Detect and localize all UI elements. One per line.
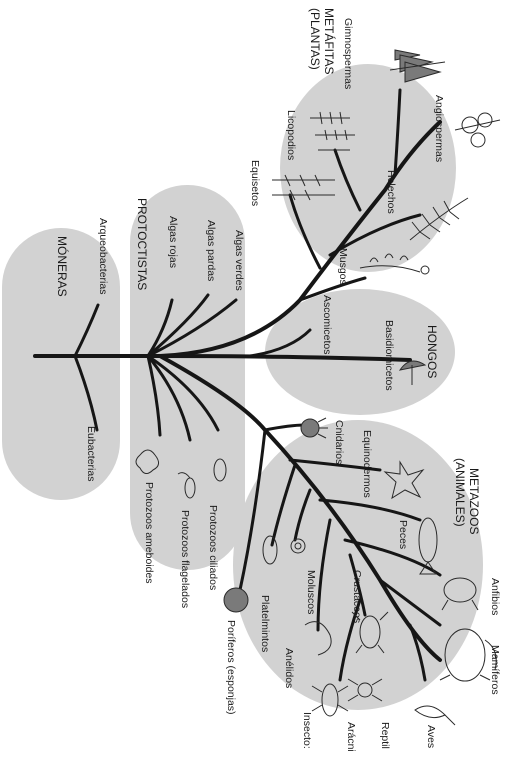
moss-icon — [359, 253, 430, 275]
arqueobacterias-branch — [73, 303, 100, 358]
label-platelmintos: Platelmintos — [259, 595, 271, 652]
label-ascomicetos: Ascomicetos — [321, 295, 333, 355]
tree-branches — [33, 88, 442, 682]
group-titles: MÓNERAS PROTOCTISTAS METÁFITAS (PLANTAS)… — [55, 8, 481, 534]
label-algas-rojas: Algas rojas — [167, 216, 179, 268]
arachnid-icon — [347, 678, 383, 702]
mamiferos-branch — [378, 578, 442, 627]
label-basidiomicetos: Basidiomicetos — [383, 320, 395, 391]
protozoa-icon — [135, 449, 227, 499]
sponge-icon — [223, 587, 249, 613]
clubmoss-icon — [310, 111, 355, 151]
insect-icon — [311, 683, 349, 717]
metazoos-subtitle: (ANIMALES) — [453, 458, 467, 527]
fern-icon — [409, 197, 469, 241]
hongos-title: HONGOS — [425, 325, 439, 378]
metazoos-blob — [233, 420, 483, 710]
label-poriferos: Poríferos (esponjas) — [225, 620, 237, 715]
annelid-icon — [304, 621, 332, 656]
algas-pardas-branch — [146, 293, 210, 358]
label-aracni: Arácni — [345, 722, 357, 752]
frog-icon — [441, 577, 479, 611]
moluscos-branch — [293, 488, 312, 542]
licopodios-branch — [333, 148, 362, 212]
horsetail-icon — [272, 174, 335, 201]
insectos-branch — [338, 598, 362, 682]
equisetos-branch — [288, 193, 322, 270]
label-algas-pardas: Algas pardas — [205, 220, 217, 281]
algas-verdes-branch — [146, 298, 238, 358]
flatworm-icon — [262, 535, 278, 565]
plants-trunk-branch — [158, 120, 442, 358]
label-arqueobacterias: Arqueobacterias — [97, 218, 109, 294]
illustrations — [135, 49, 501, 726]
algas-rojas-branch — [146, 298, 174, 358]
label-crustaceos: Crustáceos — [351, 570, 363, 623]
metafitas-blob — [280, 64, 456, 272]
moneras-blob — [2, 228, 120, 500]
starfish-icon — [383, 460, 425, 500]
poriferos-branch — [238, 428, 267, 592]
protoctistas-title: PROTOCTISTAS — [135, 198, 149, 290]
crustaceos-branch — [348, 553, 367, 617]
taxon-labels: Arqueobacterias Eubacterias Algas verdes… — [85, 18, 501, 752]
label-algas-verdes: Algas verdes — [233, 230, 245, 291]
label-musgos: Musgos — [337, 248, 349, 285]
label-equinodermos: Equinodermos — [361, 430, 373, 498]
label-protozoos-ameboides: Protozoos ameboides — [143, 482, 155, 584]
group-backgrounds — [2, 64, 483, 710]
aves-branch — [408, 623, 427, 682]
metafitas-title: METÁFITAS — [322, 8, 337, 74]
label-equisetos: Equisetos — [249, 160, 261, 206]
cnidarios-branch — [263, 423, 307, 432]
fish-icon — [418, 517, 438, 575]
anfibios-branch — [343, 538, 442, 577]
label-protozoos-ciliados: Protozoos ciliados — [207, 505, 219, 590]
flowering-plant-icon — [454, 112, 501, 148]
protozoos-flagelados-branch — [146, 354, 192, 442]
label-insecto: Insecto: — [301, 712, 313, 749]
musgos-branch — [298, 276, 367, 302]
ascomicetos-branch — [248, 328, 312, 358]
label-anelidos: Anélidos — [283, 648, 295, 688]
helechos-branch — [328, 213, 422, 257]
metafitas-subtitle: (PLANTAS) — [308, 8, 322, 70]
label-cnidarios: Cnidarios — [333, 420, 345, 464]
label-angiospermas: Angiospermas — [433, 95, 445, 162]
equinodermos-branch — [288, 458, 382, 472]
label-reptil: Reptil — [379, 722, 391, 749]
protoctistas-blob — [130, 185, 245, 570]
mollusc-icon — [290, 538, 306, 554]
label-peces: Peces — [397, 520, 409, 549]
conifer-icon — [389, 49, 446, 83]
label-helechos: Helechos — [385, 170, 397, 214]
anelidos-branch — [316, 518, 332, 632]
label-anfibios: Anfibios — [489, 578, 501, 615]
peces-branch — [318, 498, 422, 522]
label-eubacterias: Eubacterias — [85, 426, 97, 481]
label-gimnospermas: Gimnospermas — [342, 18, 354, 89]
label-licopodios: Licopodios — [285, 110, 297, 160]
cnidarian-icon — [300, 417, 328, 439]
mushroom-icon — [398, 360, 427, 385]
hongos-blob — [265, 289, 455, 415]
bird-icon — [414, 705, 456, 726]
label-protozoos-flagelados: Protozoos flagelados — [179, 510, 191, 608]
protozoos-ciliados-branch — [146, 354, 220, 432]
gimnospermas-branch — [393, 88, 402, 177]
label-aves: Aves — [425, 725, 437, 748]
protozoos-ameboides-branch — [146, 354, 162, 437]
hongos-trunk-branch — [158, 354, 412, 362]
eubacterias-branch — [73, 354, 99, 432]
mammal-icon — [439, 628, 497, 682]
label-mamiferos: Mamíferos — [489, 645, 501, 695]
crustacean-icon — [351, 611, 389, 654]
label-moluscos: Moluscos — [305, 570, 317, 614]
metazoos-title: METAZOOS — [467, 468, 481, 534]
moneras-title: MÓNERAS — [55, 236, 70, 297]
